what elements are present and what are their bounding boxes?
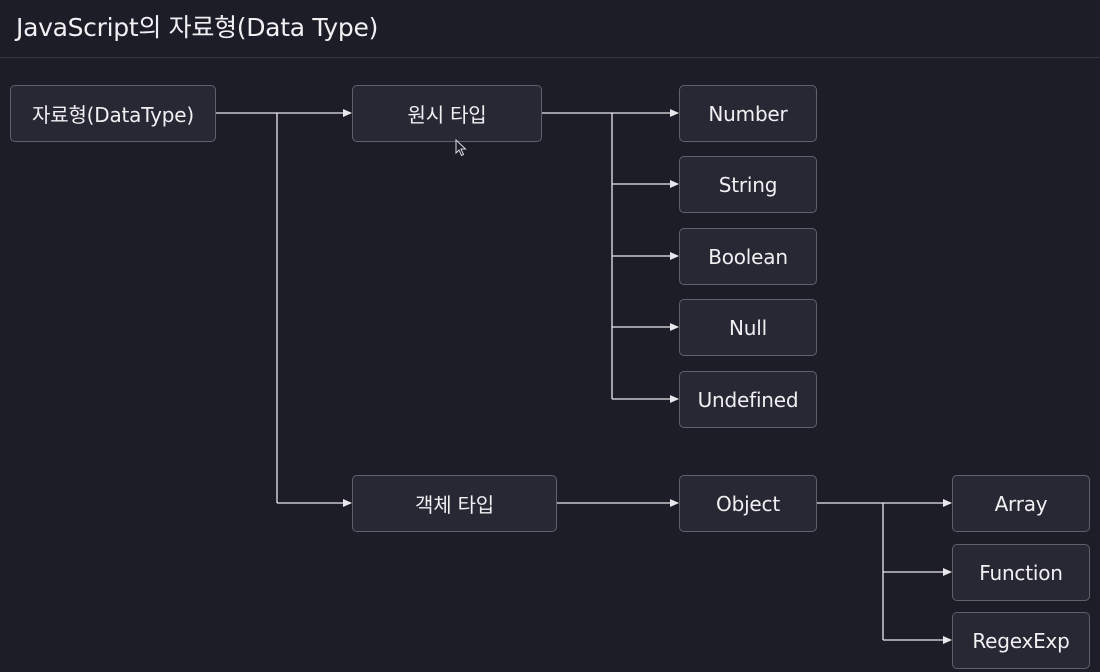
node-string: String <box>679 156 817 213</box>
mouse-pointer-icon <box>455 139 467 157</box>
node-array: Array <box>952 475 1090 532</box>
node-function: Function <box>952 544 1090 601</box>
node-number: Number <box>679 85 817 142</box>
node-null: Null <box>679 299 817 356</box>
node-primitive-type: 원시 타입 <box>352 85 542 142</box>
connector-object-trunk <box>817 502 884 640</box>
node-boolean: Boolean <box>679 228 817 285</box>
node-object: Object <box>679 475 817 532</box>
title-divider <box>0 57 1100 58</box>
node-object-type: 객체 타입 <box>352 475 557 532</box>
node-regexexp: RegexExp <box>952 612 1090 669</box>
connector-primitive-trunk <box>542 112 613 399</box>
page-title: JavaScript의 자료형(Data Type) <box>16 13 379 42</box>
node-undefined: Undefined <box>679 371 817 428</box>
node-data-type: 자료형(DataType) <box>10 85 216 142</box>
